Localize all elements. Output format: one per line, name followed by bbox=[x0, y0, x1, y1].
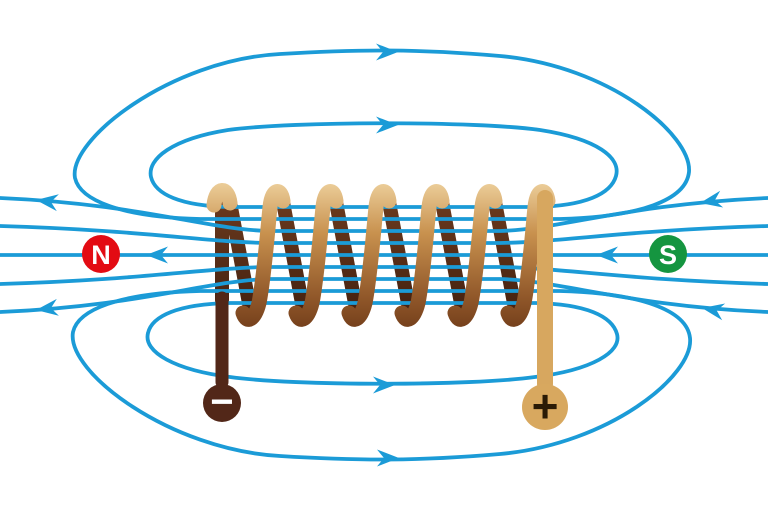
north-pole-badge: N bbox=[82, 235, 120, 273]
field-lines bbox=[0, 48, 768, 462]
field-arrow bbox=[596, 246, 618, 264]
field-arrow bbox=[36, 298, 59, 316]
positive-terminal-symbol: + bbox=[532, 380, 559, 432]
coil-front-strand bbox=[394, 184, 450, 327]
coil-front-strand bbox=[288, 184, 344, 327]
positive-terminal: + bbox=[522, 190, 568, 432]
coil-front-strand bbox=[447, 184, 503, 327]
south-pole-label: S bbox=[659, 240, 677, 270]
field-arrow bbox=[700, 190, 724, 208]
field-arrow bbox=[146, 246, 168, 264]
negative-terminal: − bbox=[203, 291, 241, 424]
field-line-open bbox=[0, 196, 768, 233]
positive-terminal-circle bbox=[522, 384, 568, 430]
north-pole-circle bbox=[82, 235, 120, 273]
south-pole-badge: S bbox=[649, 235, 687, 273]
field-arrow bbox=[36, 194, 59, 212]
field-arrow bbox=[376, 43, 398, 61]
field-line-bottom-inner-loop bbox=[145, 301, 620, 386]
field-line-bottom-outer-loop bbox=[70, 289, 692, 462]
field-line-top-inner-loop bbox=[148, 121, 619, 209]
positive-symbol-text: + bbox=[532, 380, 559, 432]
field-arrowheads bbox=[36, 43, 726, 467]
south-pole-circle bbox=[649, 235, 687, 273]
coil-front-strand bbox=[341, 184, 397, 327]
north-pole-label: N bbox=[91, 240, 111, 270]
negative-terminal-circle bbox=[203, 384, 241, 422]
field-line-open bbox=[0, 265, 768, 286]
field-arrow bbox=[377, 449, 399, 467]
field-line-open bbox=[0, 224, 768, 245]
field-arrow bbox=[702, 303, 726, 321]
negative-terminal-symbol: − bbox=[210, 380, 233, 424]
coil-front-cap bbox=[206, 183, 238, 213]
field-arrow bbox=[373, 376, 395, 394]
field-line-open bbox=[0, 277, 768, 314]
coil-front-strand bbox=[235, 184, 291, 327]
field-arrow bbox=[376, 116, 398, 134]
